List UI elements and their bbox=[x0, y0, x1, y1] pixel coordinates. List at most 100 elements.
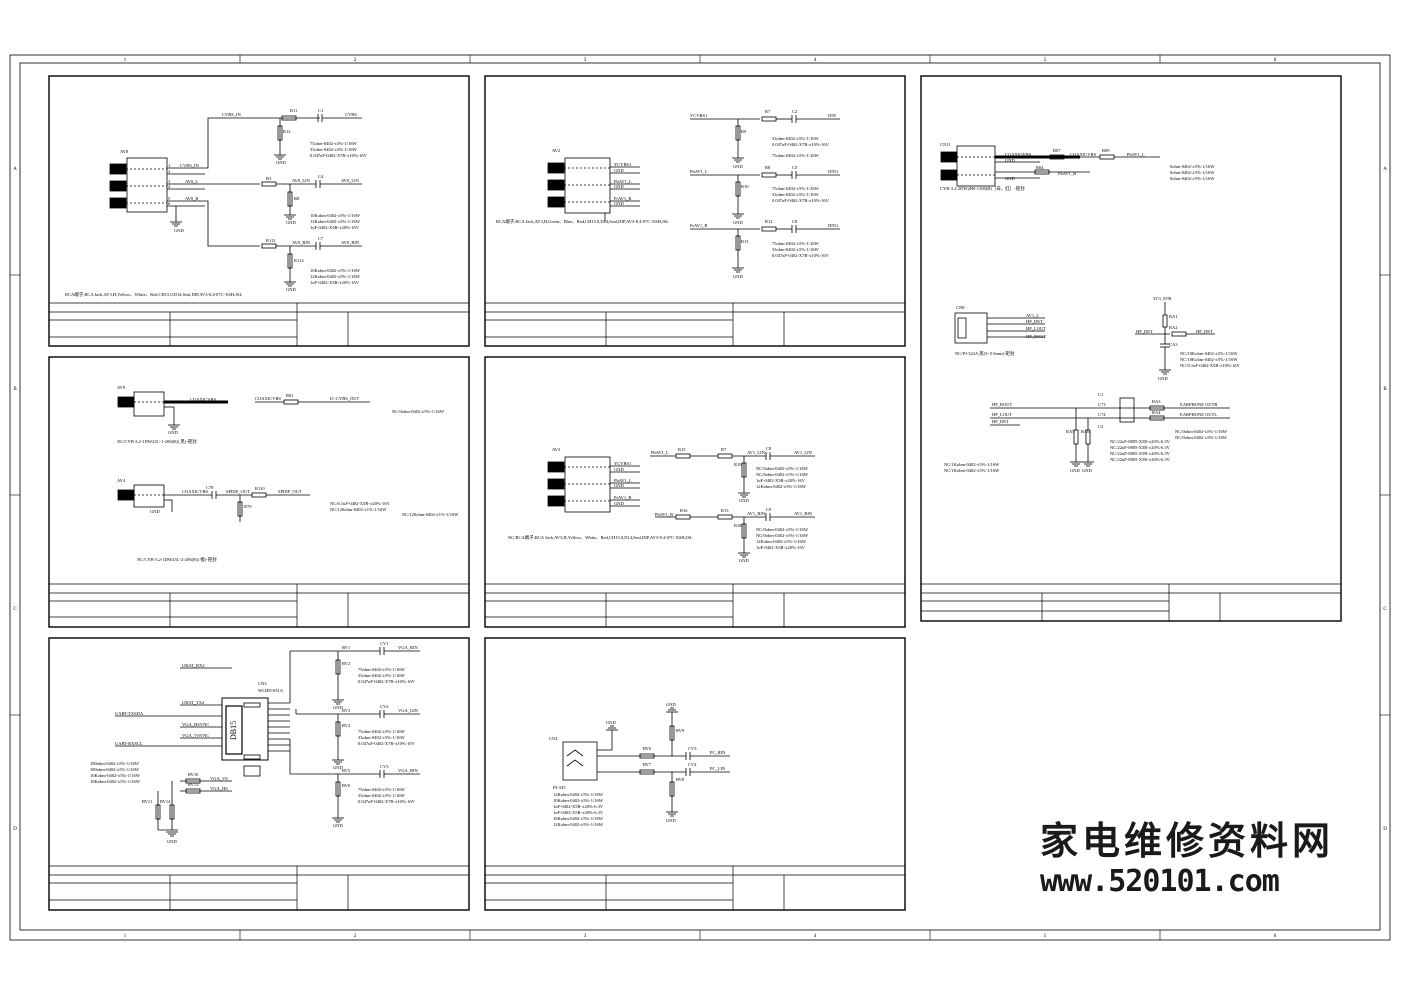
bom-note: 180ohm-0402-±5%-1/16W bbox=[90, 767, 140, 772]
gnd-label: GND bbox=[276, 160, 286, 165]
bom-note: NC/10Kohm-0402-±5%-1/16W bbox=[1180, 351, 1238, 356]
part-ref: CV1 bbox=[380, 641, 389, 646]
bom-note: 33ohm-0402-±5%-1/16W bbox=[772, 247, 819, 252]
bom-note: NC/0ohm-0402-±5%-1/16W bbox=[1175, 435, 1228, 440]
net-label: GND bbox=[614, 168, 624, 173]
bom-note: NC/0ohm-0402-±5%-1/16W bbox=[756, 527, 809, 532]
bom-note: 10Kohm-0402-±5%-1/16W bbox=[310, 213, 361, 218]
net-label: HP_DET bbox=[992, 419, 1009, 424]
net-label: PbAV1_R bbox=[1058, 171, 1076, 176]
net-label: HP_LOUT bbox=[992, 412, 1012, 417]
part-ref: R110 bbox=[255, 486, 265, 491]
net-label: GND bbox=[614, 201, 624, 206]
net-label: GND bbox=[614, 483, 624, 488]
bom-note: 10Kohm-0402-±5%-1/16W bbox=[553, 798, 604, 803]
net-label: HP_DET bbox=[1026, 319, 1043, 324]
col-number: 4 bbox=[814, 58, 817, 63]
bom-note: 0ohm-0402-±5%-1/16W bbox=[1170, 176, 1215, 181]
part-ref: RV13 bbox=[188, 782, 199, 787]
pin-number: 1 bbox=[168, 163, 170, 168]
net-label: COAXICVBS bbox=[255, 396, 282, 401]
bom-note: 33ohm-0402-±5%-1/16W bbox=[772, 136, 819, 141]
net-label: GND bbox=[1005, 158, 1015, 163]
net-label: YCVBS1 bbox=[614, 162, 631, 167]
part-ref: C78 bbox=[206, 485, 214, 490]
col-number: 4 bbox=[814, 934, 817, 939]
part-ref: C73 bbox=[1098, 402, 1106, 407]
bom-note: NC/0ohm-0402-±5%-1/16W bbox=[392, 409, 445, 414]
bom-note: NC/1Kohm-0402-±5%-1/16W bbox=[944, 468, 1000, 473]
net-label: EARPHONE OUTL bbox=[1180, 412, 1217, 417]
rca-jack-icon bbox=[117, 396, 135, 408]
net-label: HP_ROUT bbox=[1026, 334, 1047, 339]
gnd-label: GND bbox=[333, 705, 343, 710]
inner-border bbox=[19, 62, 1381, 931]
panel-caption: RCA端子,RCA Jack,AV3,H,Yellow、White、Red,CH… bbox=[65, 291, 243, 298]
net-label: AV1_LIN bbox=[747, 450, 766, 455]
part-ref: CV3 bbox=[688, 746, 697, 751]
net-label: COAXICVBS bbox=[190, 397, 217, 402]
net-label: HP_LOUT bbox=[1026, 326, 1046, 331]
part-ref: C1 bbox=[1098, 392, 1103, 397]
net-label: VGA_BIN bbox=[398, 768, 418, 773]
part-ref: C2 bbox=[792, 109, 797, 114]
part-ref: R13 bbox=[721, 508, 729, 513]
gnd-label: GND bbox=[1070, 468, 1080, 473]
part-ref: CV3 bbox=[380, 764, 389, 769]
bom-note: NC/120ohm-0402-±1%-1/16W bbox=[330, 507, 387, 512]
net-label: PbAV1_R bbox=[655, 512, 673, 517]
bom-note: 0.047uF-0402-X7R-±10%-16V bbox=[310, 153, 368, 158]
net-label: DIN1 bbox=[828, 169, 838, 174]
row-letter: A bbox=[13, 167, 17, 172]
bom-note: 1uF-0402-X5R-±20%-16V bbox=[756, 478, 806, 483]
rca-jack-icon bbox=[940, 169, 958, 181]
bom-note: 75ohm-0402-±5%-1/16W bbox=[772, 241, 819, 246]
part-ref: R09 bbox=[1102, 148, 1110, 153]
gnd-label: GND bbox=[606, 720, 616, 725]
bom-note: NC/120ohm-0402-±1%-1/16W bbox=[402, 512, 459, 517]
part-ref: R10 bbox=[741, 184, 749, 189]
gnd-label: GND bbox=[333, 765, 343, 770]
gnd-label: GND bbox=[174, 228, 184, 233]
panel-caption: RCA端子,RCA Jack,AV3,H,Green、Blue、Red,CH15… bbox=[496, 218, 669, 225]
bom-note: NC/0ohm-0402-±5%-1/16W bbox=[756, 533, 809, 538]
bom-note: 10Kohm-0402-±5%-1/16W bbox=[90, 773, 141, 778]
connector-ref: AV3 bbox=[552, 447, 561, 452]
bom-note: 75ohm-0402-±5%-1/16W bbox=[358, 787, 405, 792]
bom-note: 75ohm-0402-±5%-1/16W bbox=[358, 729, 405, 734]
col-number: 3 bbox=[584, 58, 587, 63]
bom-note: 33ohm-0402-±5%-1/16W bbox=[772, 192, 819, 197]
net-label: HP_DET bbox=[1136, 329, 1153, 334]
part-ref: R11 bbox=[290, 108, 297, 113]
bom-note: NC/0ohm-0402-±5%-1/16W bbox=[1175, 429, 1228, 434]
part-ref: RV6 bbox=[643, 746, 652, 751]
connector-label: WLHD-051A bbox=[258, 688, 284, 693]
bom-note: 33ohm-0402-±5%-1/16W bbox=[358, 793, 405, 798]
part-ref: RA1 bbox=[1169, 314, 1178, 319]
net-label: AV1_RIN bbox=[794, 511, 813, 516]
net-label: PbAV1_L bbox=[651, 450, 669, 455]
gnd-label: GND bbox=[739, 498, 749, 503]
net-label: VGA_RIN bbox=[398, 645, 418, 650]
net-label: GND bbox=[614, 501, 624, 506]
row-letter: B bbox=[13, 387, 17, 392]
part-ref: RV3 bbox=[342, 708, 351, 713]
gnd-label: GND bbox=[666, 702, 676, 707]
part-ref: RA3 bbox=[1152, 399, 1161, 404]
part-ref: R01 bbox=[286, 393, 294, 398]
net-label: AV0_LIN bbox=[341, 178, 360, 183]
net-label: AV0_RIN bbox=[292, 240, 311, 245]
rca-jack-icon bbox=[117, 489, 135, 501]
net-label: CVBS bbox=[345, 112, 357, 117]
watermark-url: www.520101.com bbox=[1040, 864, 1280, 899]
col-number: 1 bbox=[124, 934, 127, 939]
bom-note: NC/0.1uF-0402-X5R-±20%-16V bbox=[330, 501, 391, 506]
bom-note: 33ohm-0402-±5%-1/16W bbox=[358, 673, 405, 678]
col-number: 2 bbox=[354, 58, 357, 63]
part-ref: RV1 bbox=[342, 645, 350, 650]
part-ref: C5 bbox=[792, 165, 798, 170]
part-ref: RA2 bbox=[1169, 325, 1178, 330]
part-ref: R12 bbox=[765, 219, 773, 224]
bom-note: 0.047uF-0402-X7R-±10%-16V bbox=[358, 799, 416, 804]
